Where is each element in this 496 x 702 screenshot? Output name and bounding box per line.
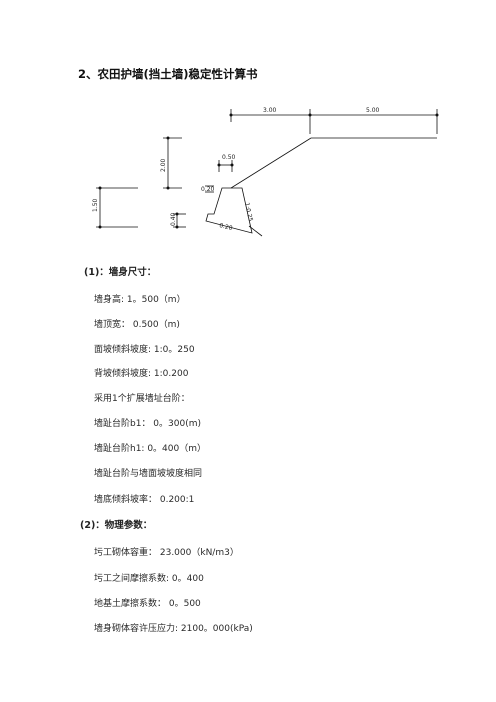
section1-line: 采用1个扩展墙址台阶： <box>94 394 190 404</box>
section1-line: 墙顶宽： 0.500（m) <box>94 320 180 330</box>
dim-label-step-h: 0.40 <box>170 212 177 226</box>
dim-label-step-top: 0.20 <box>201 186 215 193</box>
section1-line: 墙趾台阶b1： 0。300(m) <box>94 419 201 429</box>
retaining-wall-drawing: 3.00 5.00 2.00 0.50 1.50 0.40 0.20 1:0.2… <box>92 107 439 237</box>
section1-line: 面坡倾斜坡度: 1:0。250 <box>94 345 195 355</box>
section1-line: 墙身高: 1。500（m） <box>94 295 186 305</box>
section1-heading: (1)：墙身尺寸： <box>84 267 157 278</box>
section2-line: 圬工砌体容重： 23.000（kN/m3） <box>94 548 239 558</box>
dim-label-top-right: 5.00 <box>366 107 380 114</box>
document-title: 2、农田护墙(挡土墙)稳定性计算书 <box>78 67 258 81</box>
section1-line: 墙趾台阶h1: 0。400（m） <box>94 444 206 454</box>
section1-line: 墙底倾斜坡率： 0.200:1 <box>94 495 195 505</box>
dim-label-batter: 1:0.25 <box>243 202 254 222</box>
dim-label-top-left: 3.00 <box>263 107 277 114</box>
foundation-line <box>248 225 263 237</box>
section2-line: 圬工之间摩擦系数: 0。400 <box>94 574 204 584</box>
dim-label-wall-height: 1.50 <box>92 198 99 212</box>
dim-label-base: 0.20 <box>219 222 234 232</box>
section1-line: 背坡倾斜坡度: 1:0.200 <box>94 369 189 379</box>
section1-line: 墙趾台阶与墙面坡坡度相同 <box>94 469 203 479</box>
section2-line: 地基土摩擦系数： 0。500 <box>94 599 201 609</box>
dim-label-wall-top: 0.50 <box>222 154 236 161</box>
wall-body <box>205 187 253 234</box>
dim-label-left-height: 2.00 <box>160 158 167 172</box>
backfill-slope-line <box>230 137 312 189</box>
section2-line: 墙身砌体容许压应力: 2100。000(kPa) <box>94 624 253 634</box>
section2-heading: (2)：物理参数： <box>80 520 153 531</box>
